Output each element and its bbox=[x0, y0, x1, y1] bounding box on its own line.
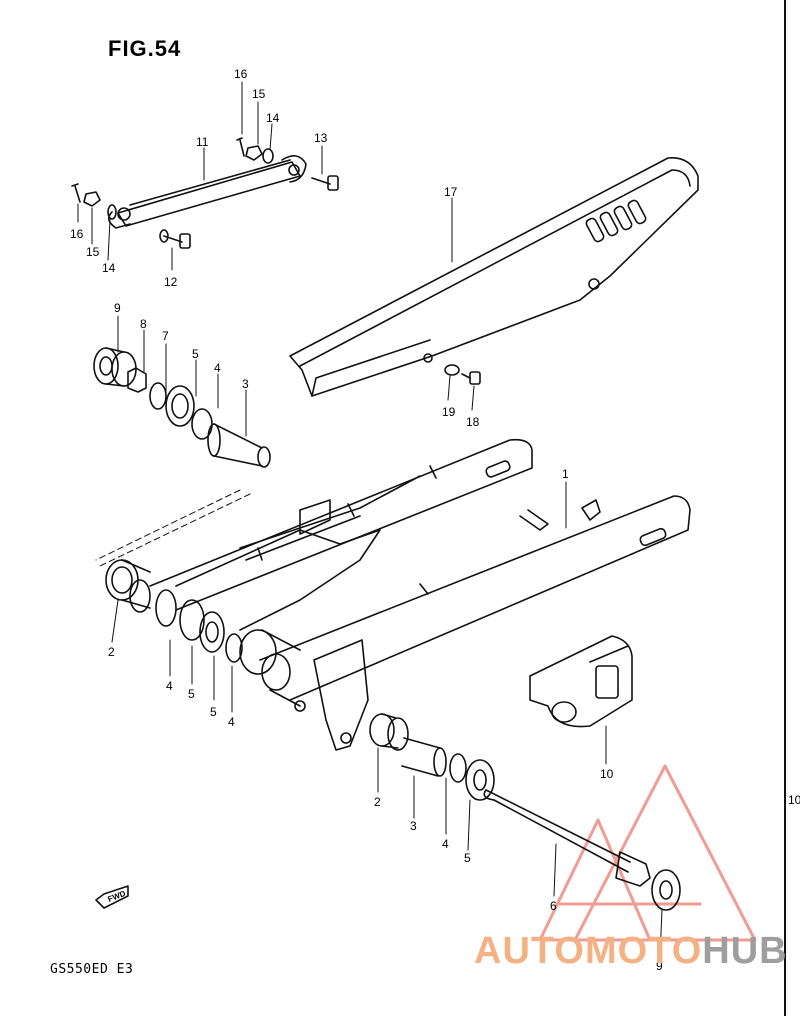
callout-2: 2 bbox=[374, 795, 381, 809]
watermark-triangle-large bbox=[573, 764, 757, 942]
callout-14: 14 bbox=[102, 261, 116, 275]
callout-15: 15 bbox=[252, 87, 266, 101]
chain-adjuster bbox=[529, 635, 633, 728]
callout-9: 9 bbox=[656, 959, 663, 973]
chain-case-bolt bbox=[444, 364, 481, 385]
callout-5: 5 bbox=[210, 705, 217, 719]
pivot-seals-left bbox=[129, 579, 243, 663]
callout-12: 12 bbox=[164, 275, 178, 289]
pivot-shaft bbox=[483, 789, 681, 911]
callout-4: 4 bbox=[228, 715, 235, 729]
callout-16: 16 bbox=[70, 227, 84, 241]
callout-5: 5 bbox=[188, 687, 195, 701]
callout-11: 11 bbox=[196, 135, 209, 149]
callout-7: 7 bbox=[162, 329, 169, 343]
callout-6: 6 bbox=[550, 899, 557, 913]
callout-8: 8 bbox=[140, 317, 147, 331]
watermark-text-part2: HUB bbox=[702, 930, 788, 972]
pivot-parts-lower bbox=[369, 713, 495, 801]
watermark-text: AUTOMOTOHUB bbox=[474, 930, 788, 973]
page-edge bbox=[784, 0, 800, 1016]
watermark-text-part1: AUTOMOTO bbox=[474, 930, 703, 972]
callout-3: 3 bbox=[242, 377, 249, 391]
callout-2: 2 bbox=[108, 645, 115, 659]
callout-5: 5 bbox=[192, 347, 199, 361]
callout-5: 5 bbox=[464, 851, 471, 865]
callout-9: 9 bbox=[114, 301, 121, 315]
edge-callout: 10 bbox=[788, 793, 800, 807]
watermark-logo bbox=[538, 764, 757, 942]
torque-link-hardware-top bbox=[236, 137, 339, 191]
callout-17: 17 bbox=[444, 185, 458, 199]
torque-link-hardware-left bbox=[71, 183, 191, 249]
pivot-parts-exploded bbox=[93, 347, 271, 468]
callout-18: 18 bbox=[466, 415, 480, 429]
callout-15: 15 bbox=[86, 245, 100, 259]
callout-16: 16 bbox=[234, 67, 248, 81]
torque-link-rod bbox=[108, 155, 307, 229]
callout-19: 19 bbox=[442, 405, 456, 419]
callout-1: 1 bbox=[562, 467, 569, 481]
callout-14: 14 bbox=[266, 111, 280, 125]
swing-arm bbox=[105, 438, 691, 751]
callout-4: 4 bbox=[214, 361, 221, 375]
fwd-arrow-icon bbox=[95, 885, 129, 909]
callout-13: 13 bbox=[314, 131, 328, 145]
callout-10: 10 bbox=[600, 767, 614, 781]
assembly-guide-lines bbox=[95, 489, 251, 567]
callout-3: 3 bbox=[410, 819, 417, 833]
figure-title: FIG.54 bbox=[108, 36, 182, 61]
callout-4: 4 bbox=[166, 679, 173, 693]
callout-leaders bbox=[77, 81, 663, 957]
chain-case bbox=[289, 157, 699, 397]
watermark-triangle-small bbox=[538, 818, 652, 942]
model-code: GS550ED E3 bbox=[50, 962, 134, 977]
callout-labels: 16 15 14 11 13 16 15 14 12 17 9 8 7 5 4 … bbox=[70, 67, 800, 973]
callout-4: 4 bbox=[442, 837, 449, 851]
